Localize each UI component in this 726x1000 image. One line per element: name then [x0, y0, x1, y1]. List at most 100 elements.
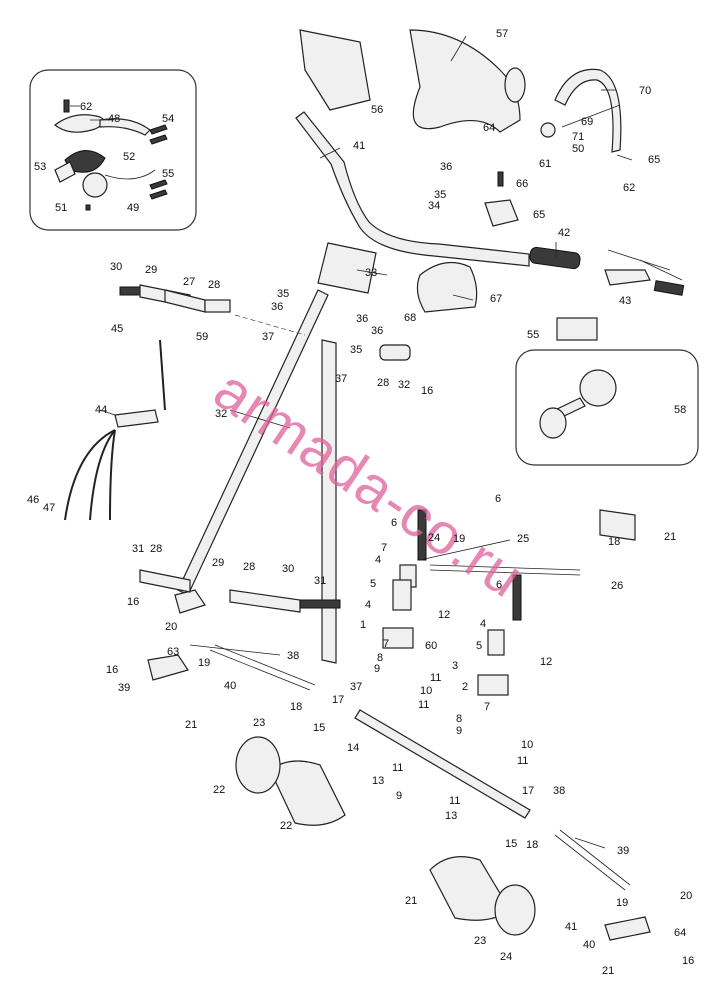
callout-label: 9 — [456, 725, 462, 737]
callout-label: 57 — [496, 28, 508, 40]
cable-harness-drawing — [64, 339, 166, 521]
callout-label: 54 — [162, 113, 174, 125]
callout-label: 28 — [208, 279, 220, 291]
callout-label: 43 — [619, 295, 631, 307]
inset-box-switch — [29, 69, 197, 231]
callout-label: 19 — [198, 657, 210, 669]
callout-label: 12 — [438, 609, 450, 621]
callout-label: 16 — [106, 664, 118, 676]
callout-label: 48 — [108, 113, 120, 125]
callout-label: 30 — [110, 261, 122, 273]
callout-label: 5 — [476, 640, 482, 652]
callout-label: 49 — [127, 202, 139, 214]
callout-label: 32 — [215, 408, 227, 420]
callout-label: 23 — [474, 935, 486, 947]
callout-label: 16 — [127, 596, 139, 608]
callout-label: 29 — [212, 557, 224, 569]
callout-label: 41 — [565, 921, 577, 933]
callout-label: 65 — [533, 209, 545, 221]
callout-label: 9 — [374, 663, 380, 675]
callout-label: 15 — [505, 838, 517, 850]
callout-label: 69 — [581, 116, 593, 128]
callout-label: 56 — [371, 104, 383, 116]
callout-label: 19 — [616, 897, 628, 909]
callout-label: 64 — [483, 122, 495, 134]
callout-label: 46 — [27, 494, 39, 506]
callout-label: 13 — [372, 775, 384, 787]
callout-label: 24 — [428, 532, 440, 544]
callout-label: 17 — [332, 694, 344, 706]
callout-label: 16 — [421, 385, 433, 397]
horn-drawing — [539, 369, 617, 439]
callout-label: 21 — [602, 965, 614, 977]
callout-label: 38 — [553, 785, 565, 797]
callout-label: 10 — [420, 685, 432, 697]
callout-label: 17 — [522, 785, 534, 797]
callout-label: 55 — [162, 168, 174, 180]
callout-label: 18 — [290, 701, 302, 713]
callout-label: 14 — [347, 742, 359, 754]
callout-label: 62 — [80, 101, 92, 113]
callout-label: 31 — [132, 543, 144, 555]
inset-box-horn — [515, 349, 699, 466]
callout-label: 64 — [674, 927, 686, 939]
callout-label: 37 — [335, 373, 347, 385]
callout-label: 8 — [377, 652, 383, 664]
callout-label: 15 — [313, 722, 325, 734]
callout-label: 40 — [583, 939, 595, 951]
callout-label: 7 — [381, 542, 387, 554]
callout-label: 68 — [404, 312, 416, 324]
callout-label: 65 — [648, 154, 660, 166]
callout-label: 7 — [484, 701, 490, 713]
callout-label: 50 — [572, 143, 584, 155]
top-parts-drawing — [299, 29, 622, 341]
upper-linkage-drawing — [119, 284, 411, 361]
callout-label: 34 — [428, 200, 440, 212]
callout-labels: 1 2 3 4 4 4 5 5 6 6 6 7 7 7 8 8 9 9 9 10… — [27, 28, 694, 977]
callout-label: 11 — [449, 795, 460, 807]
callout-label: 31 — [314, 575, 326, 587]
callout-label: 30 — [282, 563, 294, 575]
callout-label: 28 — [377, 377, 389, 389]
callout-label: 67 — [490, 293, 502, 305]
callout-label: 6 — [391, 517, 397, 529]
callout-label: 35 — [434, 189, 446, 201]
callout-label: 66 — [516, 178, 528, 190]
callout-label: 45 — [111, 323, 123, 335]
switch-assembly-drawing — [54, 99, 168, 211]
callout-label: 58 — [674, 404, 686, 416]
callout-label: 20 — [165, 621, 177, 633]
callout-label: 32 — [398, 379, 410, 391]
callout-label: 8 — [456, 713, 462, 725]
callout-label: 71 — [572, 131, 584, 143]
callout-label: 27 — [183, 276, 195, 288]
callout-label: 22 — [213, 784, 225, 796]
callout-label: 19 — [453, 533, 465, 545]
callout-label: 55 — [527, 329, 539, 341]
callout-label: 21 — [664, 531, 676, 543]
leader-lines — [70, 35, 683, 849]
callout-label: 4 — [365, 599, 371, 611]
callout-label: 3 — [452, 660, 458, 672]
callout-label: 52 — [123, 151, 135, 163]
callout-label: 4 — [480, 618, 486, 630]
callout-label: 1 — [360, 619, 366, 631]
callout-label: 9 — [396, 790, 402, 802]
handlebar-drawing — [295, 111, 685, 296]
callout-label: 6 — [496, 579, 502, 591]
callout-label: 29 — [145, 264, 157, 276]
callout-label: 61 — [539, 158, 551, 170]
callout-label: 36 — [440, 161, 452, 173]
callout-label: 38 — [287, 650, 299, 662]
callout-label: 12 — [540, 656, 552, 668]
callout-label: 21 — [405, 895, 417, 907]
callout-label: 37 — [262, 331, 274, 343]
callout-label: 28 — [150, 543, 162, 555]
callout-label: 22 — [280, 820, 292, 832]
callout-label: 59 — [196, 331, 208, 343]
callout-label: 24 — [500, 951, 512, 963]
callout-label: 18 — [526, 839, 538, 851]
boots-and-rings-drawing — [235, 736, 536, 936]
callout-label: 53 — [34, 161, 46, 173]
